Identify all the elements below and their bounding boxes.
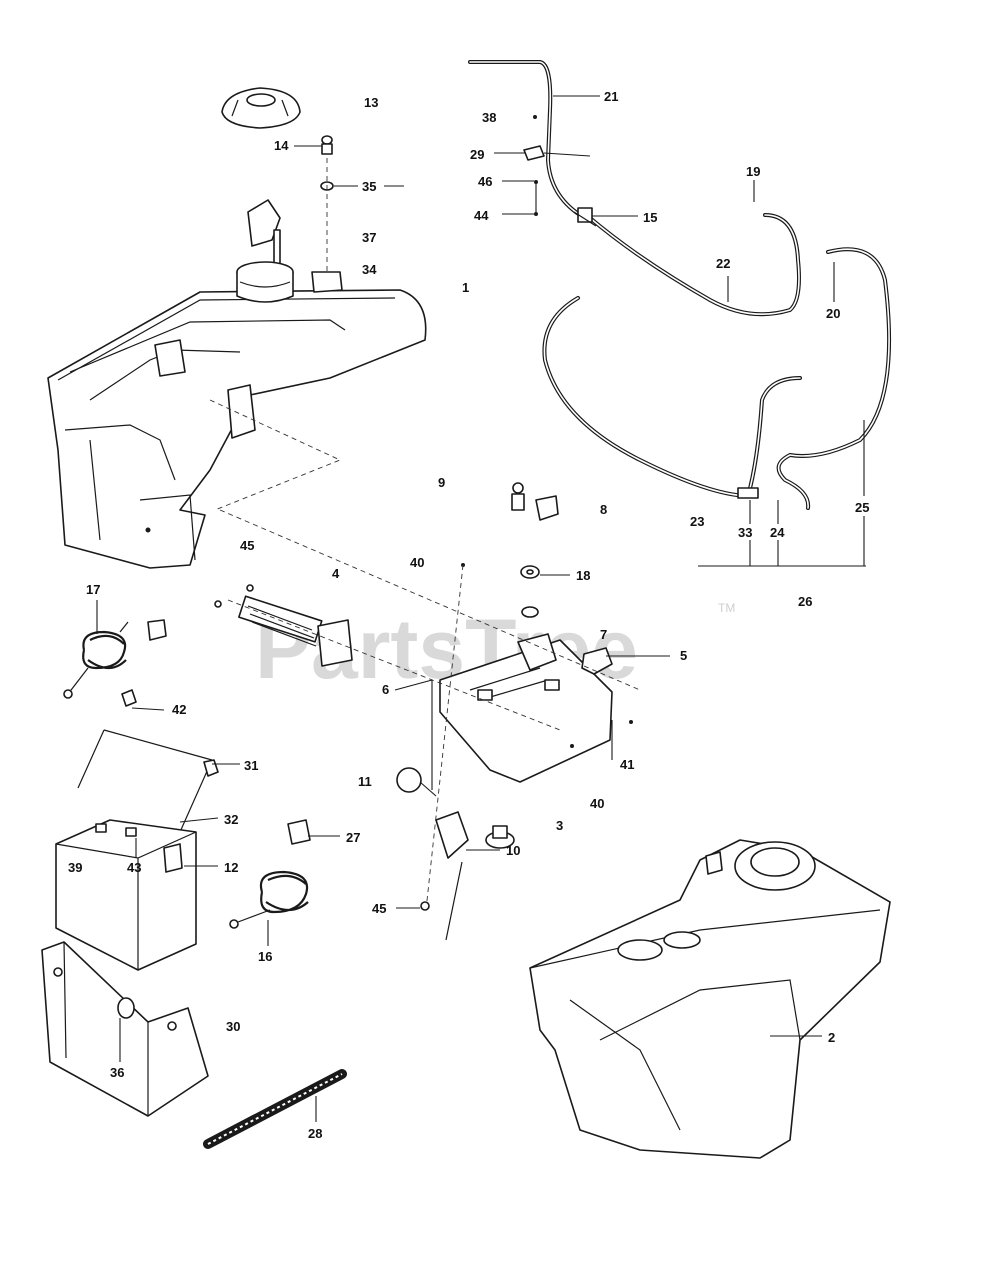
callout-4: 4: [332, 566, 340, 581]
callout-30: 30: [226, 1019, 240, 1034]
fuel-line-22[interactable]: [588, 213, 801, 317]
fuel-cap[interactable]: [221, 87, 301, 129]
callout-22: 22: [716, 256, 730, 271]
callout-42: 42: [172, 702, 186, 717]
callout-29: 29: [470, 147, 484, 162]
fuel-line-21[interactable]: [468, 60, 582, 217]
callout-37: 37: [362, 230, 376, 245]
battery-strap-32[interactable]: [77, 689, 219, 833]
callout-31: 31: [244, 758, 258, 773]
bracket-29[interactable]: [523, 145, 545, 161]
fuel-line-23[interactable]: [542, 296, 802, 499]
callout-3: 3: [556, 818, 563, 833]
fuel-shutoff-8[interactable]: [511, 482, 559, 521]
callout-24: 24: [770, 525, 785, 540]
callout-28: 28: [308, 1126, 322, 1141]
callout-18: 18: [576, 568, 590, 583]
callout-12: 12: [224, 860, 238, 875]
callout-45-top: 45: [240, 538, 254, 553]
callout-23: 23: [690, 514, 704, 529]
align-dash-1: [219, 509, 641, 691]
callout-25: 25: [855, 500, 869, 515]
align-dash-2: [227, 599, 561, 731]
tank-outline-dash: [209, 399, 342, 511]
callout-2: 2: [828, 1030, 835, 1045]
callout-7: 7: [600, 627, 607, 642]
spring-16[interactable]: [229, 870, 309, 929]
callout-38: 38: [482, 110, 496, 125]
callout-44: 44: [474, 208, 489, 223]
callout-35: 35: [362, 179, 376, 194]
throttle-lever-10[interactable]: [435, 811, 469, 941]
sediment-bowl[interactable]: [485, 825, 515, 849]
callout-10: 10: [506, 843, 520, 858]
callout-26: 26: [798, 594, 812, 609]
callout-14: 14: [274, 138, 289, 153]
knob-11[interactable]: [396, 767, 422, 793]
screw-38[interactable]: [533, 115, 537, 119]
hose-tee-33[interactable]: [737, 487, 759, 499]
callout-32: 32: [224, 812, 238, 827]
fuel-pump-7[interactable]: [517, 633, 557, 671]
callout-39: 39: [68, 860, 82, 875]
align-dash-3: [425, 564, 464, 911]
screw-41[interactable]: [629, 720, 633, 724]
connector-27[interactable]: [287, 819, 311, 845]
bushing[interactable]: [521, 606, 539, 618]
leader-lines: [96, 95, 865, 1122]
callout-1: 1: [462, 280, 469, 295]
callout-46: 46: [478, 174, 492, 189]
cap-fitting[interactable]: [321, 135, 333, 155]
battery-39[interactable]: [55, 819, 197, 971]
spring-17[interactable]: [63, 619, 167, 699]
grommet-36[interactable]: [117, 997, 135, 1019]
callout-6: 6: [382, 682, 389, 697]
grommet-5[interactable]: [581, 647, 613, 675]
callout-labels: 1 2 3 4 5 6 7 8 9 10 11 12 13 14 15 16 1…: [68, 89, 869, 1141]
fuel-hose-4[interactable]: [214, 584, 353, 667]
callout-11: 11: [358, 774, 372, 789]
callout-9: 9: [438, 475, 445, 490]
callout-40-top: 40: [410, 555, 424, 570]
fuel-tank-upper[interactable]: [47, 289, 427, 569]
callout-19: 19: [746, 164, 760, 179]
fuel-gauge-sender[interactable]: [247, 199, 281, 271]
fuel-tank-lower[interactable]: [529, 839, 891, 1159]
callout-33: 33: [738, 525, 752, 540]
callout-36: 36: [110, 1065, 124, 1080]
callout-5: 5: [680, 648, 687, 663]
fuel-hose-28[interactable]: [203, 1069, 347, 1149]
callout-21: 21: [604, 89, 618, 104]
callout-8: 8: [600, 502, 607, 517]
callout-20: 20: [826, 306, 840, 321]
callout-40-bottom: 40: [590, 796, 604, 811]
callout-34: 34: [362, 262, 377, 277]
watermark-trademark: TM: [718, 601, 735, 615]
nut-45-lower[interactable]: [420, 901, 430, 911]
fuel-line-20-25[interactable]: [776, 247, 892, 510]
callout-43: 43: [127, 860, 141, 875]
hose-clamp-15[interactable]: [573, 207, 597, 227]
callout-17: 17: [86, 582, 100, 597]
battery-tray-30[interactable]: [41, 941, 209, 1117]
group-bracket-26: [698, 516, 866, 567]
nut-18[interactable]: [520, 565, 540, 579]
mounting-panel-3[interactable]: [439, 639, 613, 783]
filler-neck[interactable]: [236, 261, 343, 303]
callout-41: 41: [620, 757, 634, 772]
callout-15: 15: [643, 210, 657, 225]
callout-45-bottom: 45: [372, 901, 386, 916]
callout-16: 16: [258, 949, 272, 964]
callout-27: 27: [346, 830, 360, 845]
callout-13: 13: [364, 95, 378, 110]
